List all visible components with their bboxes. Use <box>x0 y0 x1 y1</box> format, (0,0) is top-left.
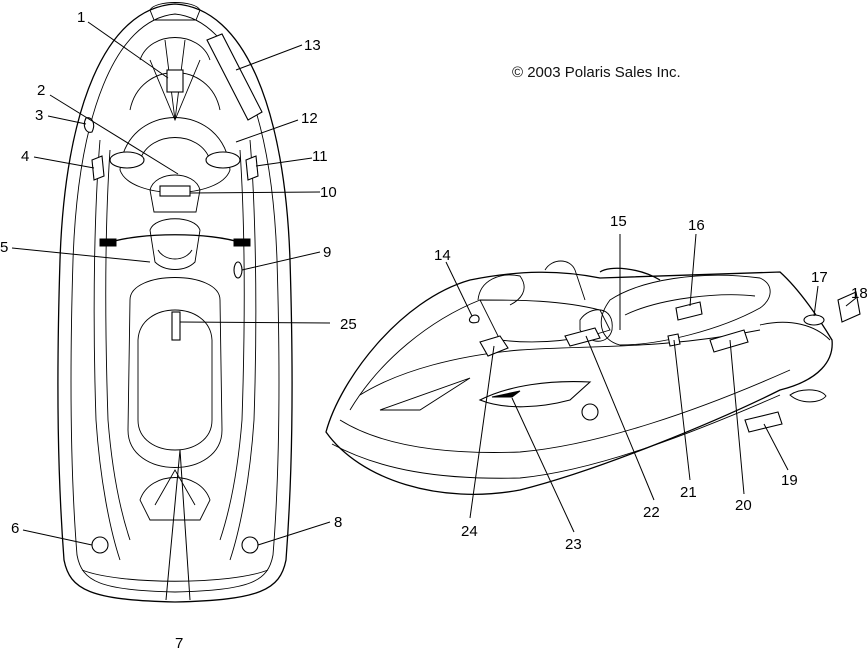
callout-22: 22 <box>643 504 660 521</box>
callout-14: 14 <box>434 247 451 264</box>
top-view-watercraft <box>57 2 293 603</box>
callout-17: 17 <box>811 269 828 286</box>
callout-3: 3 <box>35 107 43 124</box>
callout-6: 6 <box>11 520 19 537</box>
callout-25: 25 <box>340 316 357 333</box>
callout-18: 18 <box>851 285 868 302</box>
callout-7: 7 <box>175 635 183 650</box>
callout-16: 16 <box>688 217 705 234</box>
callout-12: 12 <box>301 110 318 127</box>
callout-24: 24 <box>461 523 478 540</box>
callout-9: 9 <box>323 244 331 261</box>
callout-numbers: 1 2 3 4 5 6 7 8 9 10 11 12 13 14 15 16 1… <box>0 9 868 652</box>
decal-13-shape <box>206 33 263 121</box>
callout-10: 10 <box>320 184 337 201</box>
callout-20: 20 <box>735 497 752 514</box>
callout-4: 4 <box>21 148 29 165</box>
callout-5: 5 <box>0 239 8 256</box>
callout-15: 15 <box>610 213 627 230</box>
callout-21: 21 <box>680 484 697 501</box>
leader-lines <box>11 21 857 601</box>
copyright-notice: © 2003 Polaris Sales Inc. <box>512 64 681 81</box>
callout-13: 13 <box>304 37 321 54</box>
callout-19: 19 <box>781 472 798 489</box>
callout-8: 8 <box>334 514 342 531</box>
callout-1: 1 <box>77 9 85 26</box>
side-view-watercraft <box>325 260 861 495</box>
callout-11: 11 <box>312 148 328 165</box>
callout-2: 2 <box>37 82 45 99</box>
callout-23: 23 <box>565 536 582 553</box>
